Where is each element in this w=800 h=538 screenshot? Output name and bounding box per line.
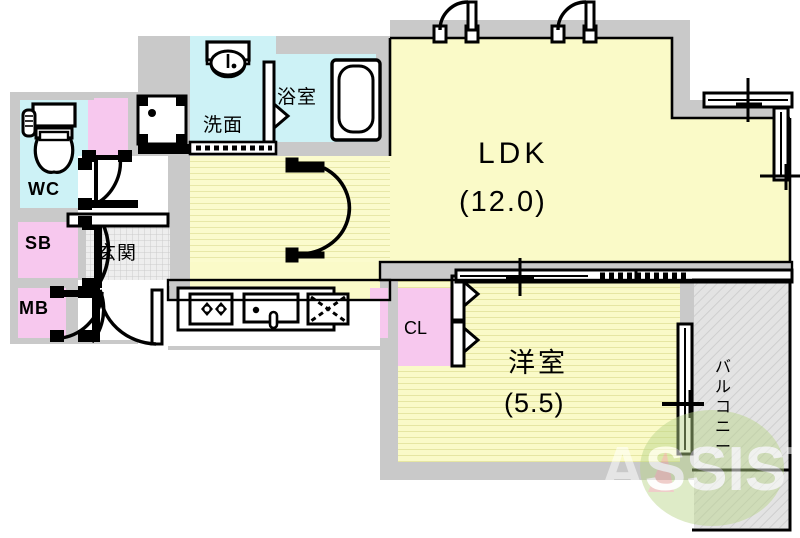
washbasin-sliding-door[interactable]: [138, 140, 278, 156]
balcony-sliding-door[interactable]: [662, 322, 704, 456]
closet-door-lower[interactable]: [450, 320, 481, 368]
room-sb: [18, 222, 78, 278]
plan-outline: [166, 260, 794, 302]
ldk-top-window-right[interactable]: [550, 0, 598, 44]
two-burner-stove: [188, 292, 234, 326]
toilet-fixture: [21, 102, 77, 174]
bath-folding-door[interactable]: [262, 60, 291, 144]
ldk-entry-door[interactable]: [285, 157, 352, 263]
vanity-sink-fixture: [205, 40, 251, 79]
wall-outlines: [388, 36, 792, 262]
svg-text:ASSIST: ASSIST: [600, 435, 800, 504]
ldk-right-window[interactable]: [702, 78, 794, 122]
wc-door[interactable]: [78, 150, 138, 210]
closet-door-upper[interactable]: [450, 274, 481, 322]
kitchen-sink: [242, 292, 300, 330]
corridor-closet: [94, 98, 128, 156]
kitchen-counter: [176, 286, 350, 332]
assist-watermark: ASSIST: [600, 410, 800, 526]
room-balcony: [694, 280, 790, 528]
genkan-outer-door[interactable]: [98, 288, 164, 346]
refrigerator-space: [306, 292, 350, 326]
washing-machine-space: [136, 94, 188, 146]
ldk-top-window-left[interactable]: [432, 0, 480, 44]
shoe-box-door[interactable]: [78, 216, 92, 226]
bathtub-fixture: [330, 58, 382, 142]
ldk-right-side-window[interactable]: [760, 106, 800, 190]
